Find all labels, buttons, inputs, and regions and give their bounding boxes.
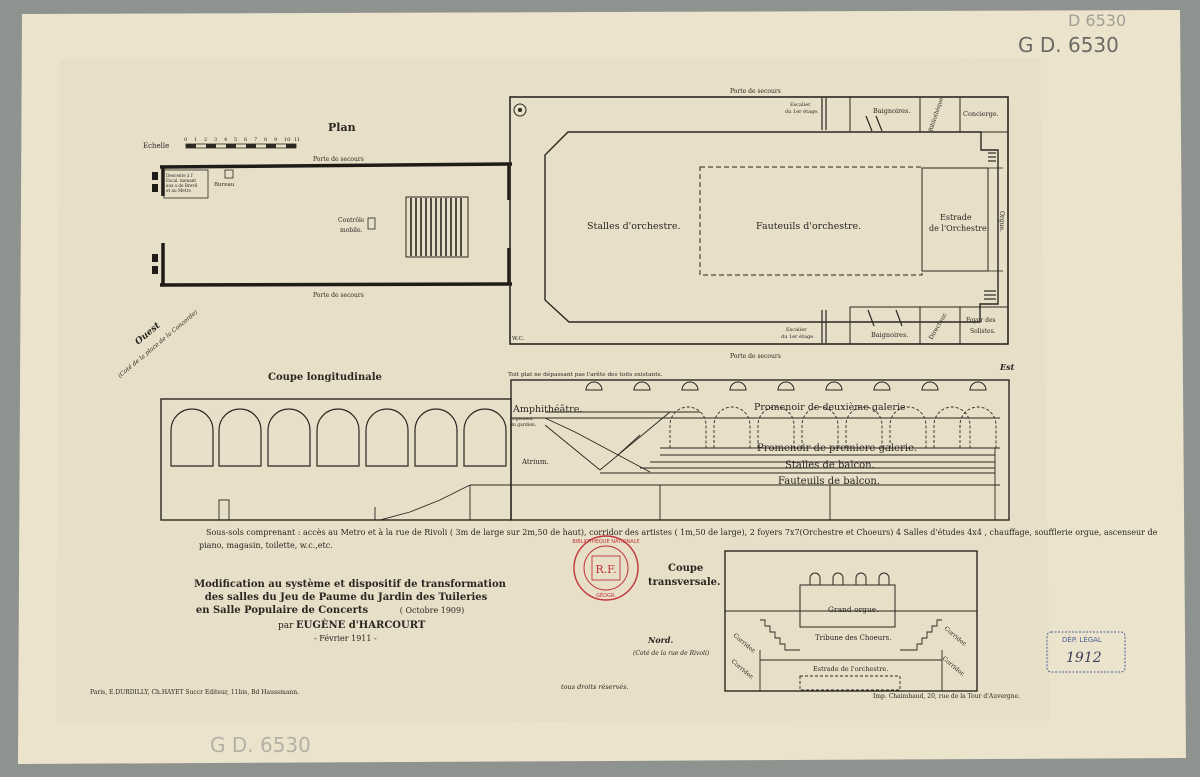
- scale-tick: 0: [184, 137, 187, 143]
- main-title-date: ( Octobre 1909): [400, 606, 464, 615]
- stamp-bottom: GÉOGR.: [596, 591, 616, 599]
- publisher-label: Paris, E.DURDILLY, Ch.HAYET Succr Editeu…: [90, 689, 299, 696]
- scale-label: Echelle: [143, 142, 169, 150]
- descente-line: et au Metro: [166, 188, 191, 193]
- fauteuils-orchestre-label: Fauteuils d'orchestre.: [756, 221, 861, 232]
- coupe-trans-title: Coupe: [668, 563, 703, 574]
- coupe-trans-title: transversale.: [648, 577, 720, 588]
- nord-label: Nord.: [647, 635, 673, 645]
- legal-stamp-handwriting: 1912: [1066, 650, 1102, 666]
- escalier-bottom: Escalier: [786, 327, 807, 333]
- main-title-line: en Salle Populaire de Concerts: [196, 605, 369, 616]
- foyer-label: Foyer des: [966, 317, 996, 324]
- legal-deposit-stamp: DÉP. LÉGAL 1912: [1046, 631, 1126, 673]
- descente-line: Descente à l': [166, 173, 193, 178]
- coupe-long-title: Coupe longitudinale: [268, 372, 382, 383]
- logement-label: du gardien.: [510, 422, 537, 428]
- shelfmark-top-ink: G D. 6530: [1018, 33, 1119, 57]
- amphitheatre-label: Amphithéâtre.: [512, 404, 582, 415]
- baignoires-top: Baignoires.: [873, 107, 910, 115]
- concierge-label: Concierge.: [963, 110, 999, 118]
- legal-stamp-top: DÉP. LÉGAL: [1062, 635, 1102, 644]
- toit-note: Toit plat ne dépassant pas l'arête des t…: [508, 371, 663, 378]
- estrade-label: Estrade: [940, 213, 972, 222]
- orgue-label: Orgue.: [998, 211, 1005, 232]
- large-plan-porte-top: Porte de secours: [730, 88, 781, 95]
- scale-tick: 7: [254, 137, 257, 143]
- large-plan: [509, 96, 1009, 345]
- small-plan-walls: [152, 162, 513, 287]
- wc-label: W.C.: [512, 336, 524, 342]
- tribune-label: Tribune des Choeurs.: [815, 634, 891, 642]
- coupe-longitudinale: [160, 379, 1010, 521]
- author-date: - Février 1911 -: [314, 634, 377, 643]
- imprimeur-label: Imp. Chaimbaud, 20, rue de la Tour d'Auv…: [873, 693, 1020, 700]
- stamp-top: BIBLIOTHEQUE NATIONALE: [572, 539, 639, 545]
- atrium-label: Atrium.: [521, 458, 549, 466]
- small-plan-porte-top: Porte de secours: [313, 156, 364, 163]
- stamp-center: R.F.: [595, 563, 616, 576]
- scale-tick: 1: [194, 137, 197, 143]
- escalier-top: Escalier: [790, 102, 811, 108]
- promenoir-1-label: Promenoir de premiere galerie.: [757, 443, 917, 454]
- scale-tick: 9: [274, 137, 277, 143]
- descente-line: aux s.de Brevil: [166, 183, 198, 188]
- shelfmark-top-pencil: D 6530: [1068, 11, 1126, 30]
- main-title-line: Modification au système et dispositif de…: [194, 579, 507, 590]
- scale-tick: 5: [234, 137, 237, 143]
- bureau-label: Bureau: [214, 182, 235, 188]
- nord-sub: (Coté de la rue de Rivoli): [633, 650, 710, 657]
- author-prefix: par: [278, 621, 294, 631]
- scale-bar: [185, 143, 297, 149]
- author-name: EUGÈNE d'HARCOURT: [296, 619, 426, 631]
- logement-label: Logement: [510, 416, 533, 422]
- estrade-label: de l'Orchestre.: [929, 224, 989, 233]
- foyer-label: Solistes.: [970, 328, 996, 335]
- descente-line: Escal. menant: [166, 178, 196, 183]
- plate-mark: [56, 58, 1050, 724]
- plan-title: Plan: [328, 121, 356, 134]
- small-plan-porte-bottom: Porte de secours: [313, 292, 364, 299]
- stalles-orchestre-label: Stalles d'orchestre.: [587, 221, 680, 232]
- scale-tick: 8: [264, 137, 267, 143]
- controle-label: mobile.: [340, 227, 363, 234]
- main-title: Modification au système et dispositif de…: [194, 579, 507, 643]
- baignoires-bottom: Baignoires.: [871, 331, 908, 339]
- promenoir-2-label: Promenoir de deuxième galerie: [754, 402, 906, 413]
- large-plan-porte-bottom: Porte de secours: [730, 353, 781, 360]
- scale-tick: 4: [224, 137, 227, 143]
- sous-sols-text: piano, magasin, toilette, w.c.,etc.: [199, 541, 333, 550]
- escalier-top: du 1er étage.: [785, 108, 819, 115]
- shelfmark-bottom-pencil: G D. 6530: [210, 733, 311, 757]
- stalles-balcon-label: Stalles de balcon.: [785, 460, 875, 471]
- coupe-transversale: [724, 550, 978, 692]
- bn-stamp: R.F. BIBLIOTHEQUE NATIONALE GÉOGR.: [572, 535, 640, 601]
- main-title-line: des salles du Jeu de Paume du Jardin des…: [205, 592, 488, 603]
- sous-sols-text: Sous-sols comprenant : accès au Metro et…: [206, 528, 1158, 537]
- grand-orgue-label: Grand orgue.: [828, 605, 879, 614]
- descente-label: Descente à l' Escal. menant aux s.de Bre…: [166, 173, 198, 193]
- escalier-bottom: du 1er étage.: [781, 333, 815, 340]
- controle-label: Contrôle: [338, 217, 365, 224]
- estrade-orchestre-label: Estrade de l'orchestre.: [813, 665, 888, 673]
- scale-ticks: 0 1 2 3 4 5 6 7 8 9 10 11: [184, 137, 300, 143]
- scale-tick: 10: [284, 137, 290, 143]
- scale-tick: 3: [214, 137, 217, 143]
- scale-tick: 11: [294, 137, 300, 143]
- scale-tick: 2: [204, 137, 207, 143]
- fauteuils-balcon-label: Fauteuils de balcon.: [778, 476, 880, 487]
- scale-tick: 6: [244, 137, 247, 143]
- droits-label: tous droits réservés.: [561, 683, 629, 691]
- est-label: Est: [999, 362, 1015, 372]
